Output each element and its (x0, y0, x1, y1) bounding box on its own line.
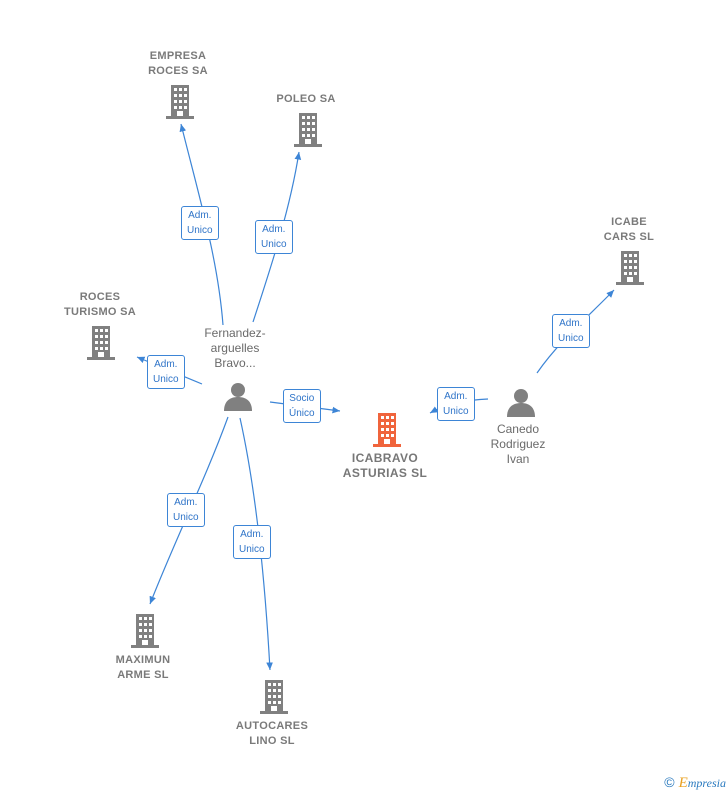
building-icon-poleo[interactable] (294, 113, 322, 147)
edge-label-canedo-icabe[interactable]: Adm. Unico (552, 314, 590, 348)
edge-label-fernandez-poleo[interactable]: Adm. Unico (255, 220, 293, 254)
node-label-canedo[interactable]: Canedo Rodriguez Ivan (490, 422, 546, 466)
node-label-autocares[interactable]: AUTOCARES LINO SL (235, 720, 309, 747)
person-icon-canedo[interactable] (507, 389, 535, 417)
node-label-poleo[interactable]: POLEO SA (276, 93, 336, 105)
building-icon-icabe[interactable] (616, 251, 644, 285)
edge-label-fernandez-icabravo[interactable]: Socio Único (283, 389, 321, 423)
node-label-roces-turismo[interactable]: ROCES TURISMO SA (63, 291, 137, 318)
edge-label-fernandez-roces-turismo[interactable]: Adm. Unico (147, 355, 185, 389)
node-label-icabravo[interactable]: ICABRAVO ASTURIAS SL (342, 451, 428, 480)
node-label-empresa-roces[interactable]: EMPRESA ROCES SA (148, 50, 208, 77)
icons-layer (87, 85, 644, 714)
edge-label-fernandez-empresa-roces[interactable]: Adm. Unico (181, 206, 219, 240)
brand-name: mpresia (687, 776, 726, 790)
edge-label-fernandez-autocares[interactable]: Adm. Unico (233, 525, 271, 559)
node-label-icabe[interactable]: ICABE CARS SL (603, 216, 655, 243)
copyright-icon: © (664, 774, 675, 790)
building-icon-maximun[interactable] (131, 614, 159, 648)
edge-label-fernandez-maximun[interactable]: Adm. Unico (167, 493, 205, 527)
building-icon-icabravo[interactable] (373, 413, 401, 447)
building-icon-empresa-roces[interactable] (166, 85, 194, 119)
node-label-maximun[interactable]: MAXIMUN ARME SL (115, 654, 171, 681)
brand-logo-letter: E (678, 775, 688, 791)
footer-brand[interactable]: ©Empresia (664, 774, 726, 792)
building-icon-autocares[interactable] (260, 680, 288, 714)
building-icon-roces-turismo[interactable] (87, 326, 115, 360)
edge-label-canedo-icabravo[interactable]: Adm. Unico (437, 387, 475, 421)
person-icon-fernandez[interactable] (224, 383, 252, 411)
node-label-fernandez[interactable]: Fernandez- arguelles Bravo... (204, 326, 266, 370)
